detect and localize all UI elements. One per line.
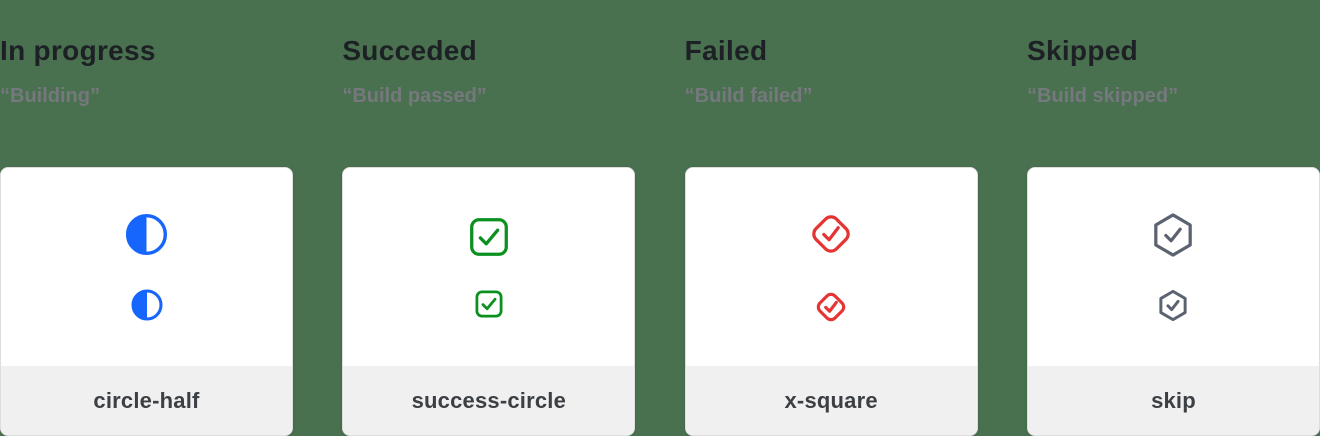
icon-card: skip xyxy=(1026,167,1320,436)
status-column-in-progress: In progress “Building” circle-half xyxy=(0,0,293,436)
check-diamond-icon xyxy=(816,292,846,321)
icon-name-footer: skip xyxy=(1027,366,1319,435)
check-hexagon-icon xyxy=(1159,290,1188,321)
status-subtitle: “Build passed” xyxy=(342,85,487,107)
icon-card: circle-half xyxy=(0,167,293,436)
icon-preview xyxy=(685,168,977,366)
icon-card: x-square xyxy=(684,167,978,436)
icon-name-footer: circle-half xyxy=(1,366,292,435)
status-title: Failed xyxy=(684,35,768,66)
status-subtitle: “Build skipped” xyxy=(1026,85,1179,107)
icon-name-label: circle-half xyxy=(93,387,200,413)
circle-half-icon xyxy=(130,289,163,321)
icon-preview xyxy=(343,168,635,366)
icon-name-footer: x-square xyxy=(685,366,977,435)
status-title: Skipped xyxy=(1026,35,1138,66)
icon-name-label: skip xyxy=(1151,387,1196,413)
icon-name-footer: success-circle xyxy=(343,366,635,435)
check-hexagon-icon xyxy=(1154,213,1193,257)
check-square-icon xyxy=(469,217,508,256)
status-subtitle: “Build failed” xyxy=(684,85,813,107)
icon-name-label: x-square xyxy=(784,387,878,413)
status-title: In progress xyxy=(0,35,156,66)
icon-preview xyxy=(1027,168,1319,366)
status-column-succeded: Succeded “Build passed” success-circle xyxy=(342,0,636,436)
status-title: Succeded xyxy=(342,35,478,66)
status-column-skipped: Skipped “Build skipped” skip xyxy=(1026,0,1320,436)
icon-card: success-circle xyxy=(342,167,636,436)
check-diamond-icon xyxy=(812,214,850,253)
icon-preview xyxy=(1,168,292,366)
status-column-failed: Failed “Build failed” x-square xyxy=(684,0,978,436)
icon-name-label: success-circle xyxy=(411,387,567,413)
circle-half-icon xyxy=(125,213,168,256)
status-subtitle: “Building” xyxy=(0,85,100,107)
check-square-icon xyxy=(475,290,503,317)
